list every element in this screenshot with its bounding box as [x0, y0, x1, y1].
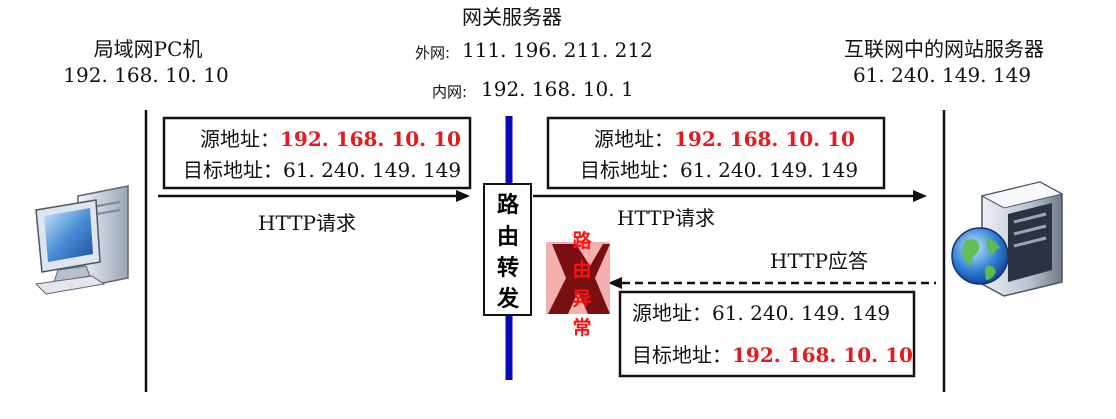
pc-icon	[34, 185, 129, 295]
server-top	[980, 181, 1064, 209]
lan-pc-title: 局域网PC机	[94, 37, 203, 61]
lan-pc-ip: 192. 168. 10. 10	[63, 63, 228, 87]
request-right-src: 源地址：192. 168. 10. 10	[594, 127, 855, 151]
pc-monitor-screen	[44, 208, 93, 262]
gateway-wan-ip: 111. 196. 211. 212	[462, 38, 653, 62]
web-server-title: 互联网中的网站服务器	[844, 37, 1044, 61]
request-left-dst: 目标地址：61. 240. 149. 149	[183, 158, 461, 182]
gateway-wan-prefix: 外网:	[415, 44, 450, 62]
route-error-mark	[546, 242, 610, 314]
gateway-title: 网关服务器	[462, 5, 562, 29]
globe-continents	[962, 238, 1000, 280]
server-icon	[951, 181, 1064, 297]
response-arrowhead	[608, 277, 622, 289]
request-left-box	[162, 116, 472, 190]
request-left-arrowhead	[456, 190, 470, 202]
error-x-icon	[548, 244, 610, 314]
route-forward-box	[483, 183, 532, 316]
response-caption: HTTP应答	[770, 249, 868, 273]
request-right-dst: 目标地址：61. 240. 149. 149	[580, 158, 858, 182]
route-char-4: 发	[496, 286, 520, 312]
route-char-3: 转	[497, 255, 519, 281]
response-box	[618, 290, 916, 378]
response-src: 源地址：61. 240. 149. 149	[632, 301, 890, 325]
error-char-3: 异	[572, 288, 591, 310]
request-right-caption: HTTP请求	[617, 206, 715, 230]
gateway-lan-ip: 192. 168. 10. 1	[481, 77, 634, 101]
route-char-1: 路	[497, 192, 520, 218]
server-bay-3	[1013, 236, 1047, 248]
gateway-lan-prefix: 内网:	[432, 83, 467, 101]
error-char-4: 常	[572, 316, 591, 339]
request-right-arrowhead	[913, 190, 927, 202]
route-char-2: 由	[497, 224, 519, 250]
error-char-1: 路	[572, 229, 592, 252]
web-server-ip: 61. 240. 149. 149	[853, 63, 1031, 87]
globe-icon	[951, 227, 1009, 285]
request-right-box	[546, 116, 886, 190]
server-bay-1	[1013, 212, 1047, 224]
request-left-caption: HTTP请求	[258, 211, 356, 235]
pc-keyboard	[34, 275, 106, 295]
response-dst: 目标地址：192. 168. 10. 10	[632, 343, 913, 367]
server-bay-2	[1013, 224, 1047, 236]
error-char-2: 由	[572, 258, 591, 281]
request-left-src: 源地址：192. 168. 10. 10	[200, 127, 461, 151]
